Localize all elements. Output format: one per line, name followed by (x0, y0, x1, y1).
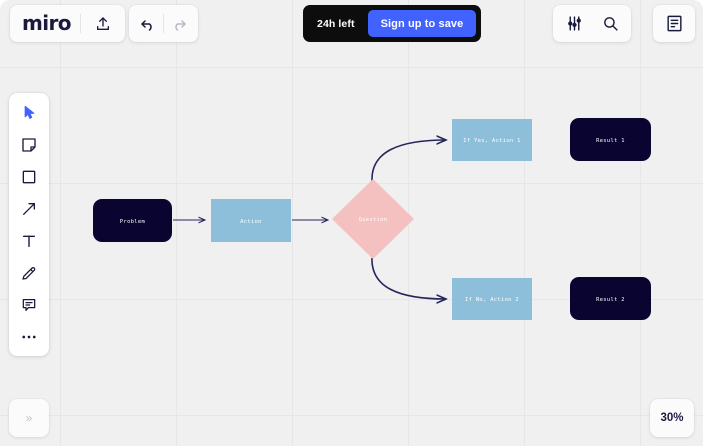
node-action[interactable]: Action (211, 199, 291, 242)
sign-up-to-save-button[interactable]: Sign up to save (367, 10, 477, 37)
more-tools-ellipsis-icon[interactable] (15, 323, 43, 350)
node-label-if-yes: If Yes, Action 1 (463, 138, 521, 144)
notes-document-icon[interactable] (661, 11, 687, 37)
connector-question-to-if-no[interactable] (371, 257, 446, 299)
notes-toolbar (653, 5, 695, 42)
node-label-action: Action (240, 219, 262, 225)
text-tool[interactable] (15, 227, 43, 254)
node-label-if-no: If No, Action 2 (465, 297, 519, 303)
trial-countdown-text: 24h left (317, 17, 355, 30)
zoom-level-control[interactable]: 30% (650, 399, 694, 437)
arrow-connector-tool[interactable] (15, 195, 43, 222)
undo-icon[interactable] (135, 11, 161, 37)
upload-icon[interactable] (90, 11, 116, 37)
comment-bubble-tool[interactable] (15, 291, 43, 318)
history-toolbar (129, 5, 198, 42)
node-label-problem: Problem (120, 219, 145, 225)
brand-toolbar: miro (10, 5, 125, 42)
pen-tool[interactable] (15, 259, 43, 286)
node-label-result-2: Result 2 (596, 297, 625, 303)
expand-chevrons-icon: » (25, 411, 33, 425)
zoom-level-value: 30% (660, 412, 684, 424)
node-label-result-1: Result 1 (596, 138, 625, 144)
divider (79, 14, 81, 33)
sticky-note-tool[interactable] (15, 131, 43, 158)
cursor-select-tool[interactable] (15, 99, 43, 126)
node-if-yes-action-1[interactable]: If Yes, Action 1 (452, 119, 532, 161)
board-tools-toolbar (553, 5, 631, 42)
node-label-question: Question (359, 217, 388, 223)
miro-logo[interactable]: miro (22, 10, 72, 35)
node-problem[interactable]: Problem (93, 199, 172, 242)
node-result-1[interactable]: Result 1 (570, 118, 651, 161)
search-icon[interactable] (597, 11, 623, 37)
sliders-icon[interactable] (561, 11, 587, 37)
node-if-no-action-2[interactable]: If No, Action 2 (452, 278, 532, 320)
redo-icon[interactable] (166, 11, 192, 37)
node-result-2[interactable]: Result 2 (570, 277, 651, 320)
expand-panel-button[interactable]: » (9, 399, 49, 437)
left-tool-palette (9, 93, 49, 356)
connector-group (173, 140, 446, 299)
connector-question-to-if-yes[interactable] (371, 140, 446, 182)
square-shape-tool[interactable] (15, 163, 43, 190)
signup-banner: 24h left Sign up to save (303, 5, 482, 42)
divider (163, 14, 164, 33)
node-question[interactable]: Question (332, 179, 414, 259)
